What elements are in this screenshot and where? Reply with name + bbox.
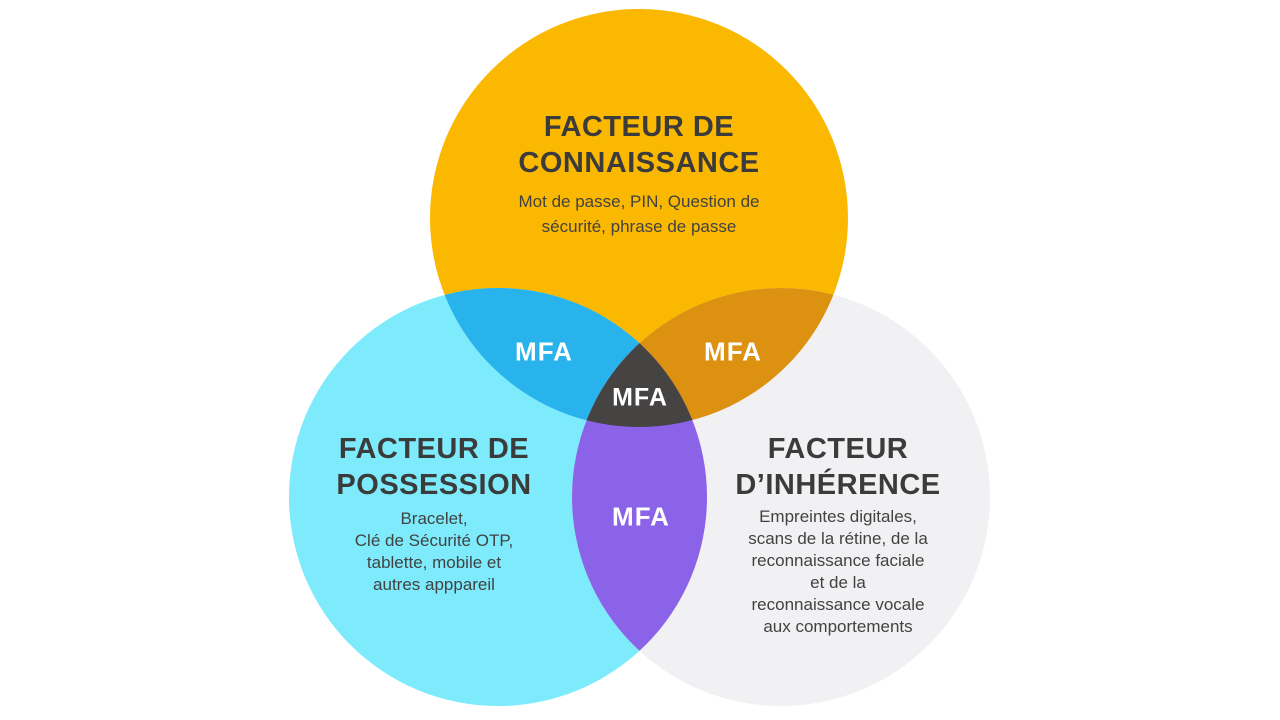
inherence-title: FACTEUR D’INHÉRENCE	[735, 433, 941, 501]
possession-description: Bracelet, Clé de Sécurité OTP, tablette,…	[354, 509, 514, 594]
mfa-label-all-three: MFA	[612, 383, 668, 412]
possession-title: FACTEUR DE POSSESSION	[336, 433, 532, 501]
mfa-label-possession-inherence: MFA	[612, 501, 670, 532]
inherence-description: Empreintes digitales, scans de la rétine…	[748, 507, 928, 636]
connaissance-title: FACTEUR DE CONNAISSANCE	[518, 111, 760, 179]
mfa-label-connaissance-possession: MFA	[515, 336, 573, 367]
overlap-all-three	[572, 288, 707, 427]
connaissance-description: Mot de passe, PIN, Question de sécurité,…	[518, 192, 760, 236]
mfa-label-connaissance-inherence: MFA	[704, 336, 762, 367]
